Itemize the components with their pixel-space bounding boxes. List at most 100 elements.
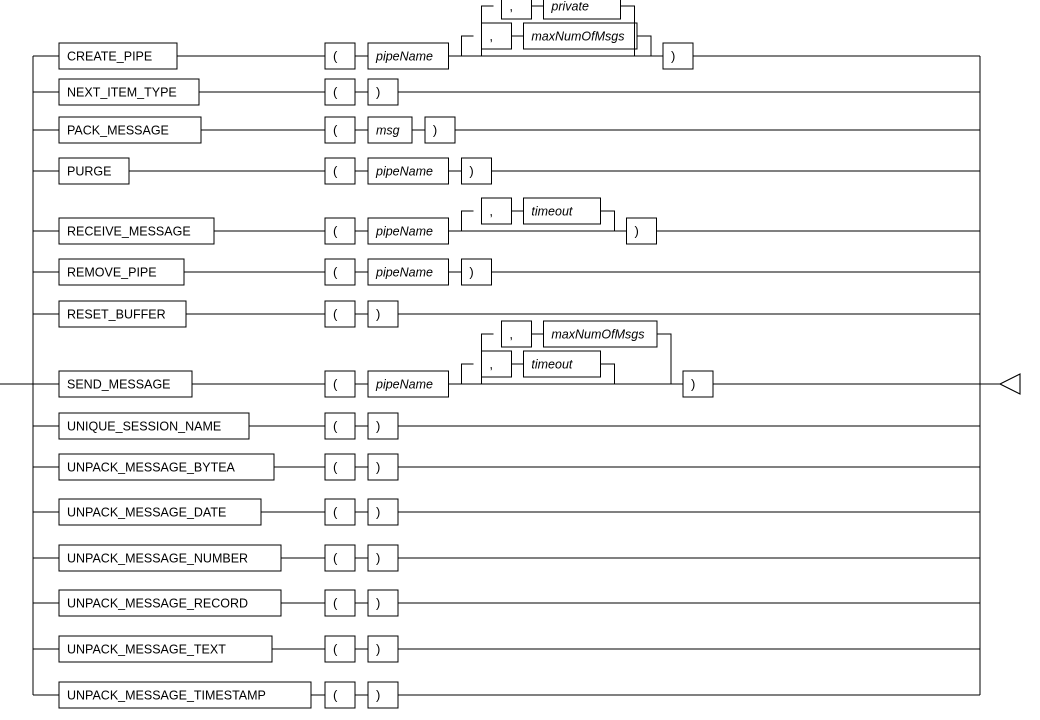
separator-create-pipe-0-box[interactable]	[480, 22, 512, 50]
open-paren-purge-label: (	[333, 163, 338, 178]
open-paren-remove-pipe-box[interactable]	[324, 258, 356, 286]
keyword-next-item-type-box[interactable]	[58, 78, 200, 106]
close-paren-next-item-type-box[interactable]	[367, 78, 399, 106]
keyword-unpack-message-record-label: UNPACK_MESSAGE_RECORD	[67, 596, 248, 610]
arg-msg-pack-message-box[interactable]	[367, 116, 413, 144]
keyword-unpack-message-timestamp-box[interactable]	[58, 681, 312, 709]
arg-pipeName-create-pipe-label: pipeName	[375, 49, 433, 63]
arg-maxNumOfMsgs-create-pipe-label: maxNumOfMsgs	[531, 29, 624, 43]
separator-create-pipe-1-label: ,	[509, 0, 513, 13]
branch-up-send-message-0	[460, 363, 474, 384]
close-paren-purge-label: )	[469, 163, 473, 178]
open-paren-receive-message-box[interactable]	[324, 217, 356, 245]
keyword-reset-buffer-label: RESET_BUFFER	[67, 307, 166, 321]
keyword-receive-message-box[interactable]	[58, 217, 215, 245]
close-paren-next-item-type-label: )	[376, 84, 380, 99]
close-paren-remove-pipe-box[interactable]	[460, 258, 492, 286]
separator-send-message-1-box[interactable]	[500, 320, 532, 348]
keyword-create-pipe-label: CREATE_PIPE	[67, 49, 152, 63]
branch-down-receive-message-0	[600, 210, 616, 231]
open-paren-unpack-message-number-box[interactable]	[324, 544, 356, 572]
open-paren-unpack-message-record-box[interactable]	[324, 589, 356, 617]
close-paren-remove-pipe-label: )	[469, 264, 473, 279]
close-paren-unpack-message-timestamp-box[interactable]	[367, 681, 399, 709]
open-paren-unpack-message-timestamp-box[interactable]	[324, 681, 356, 709]
close-paren-purge-box[interactable]	[460, 157, 492, 185]
close-paren-unpack-message-number-box[interactable]	[367, 544, 399, 572]
arg-pipeName-send-message-box[interactable]	[367, 370, 449, 398]
branch-up-create-pipe-0	[460, 35, 474, 56]
close-paren-unpack-message-bytea-box[interactable]	[367, 453, 399, 481]
open-paren-receive-message-label: (	[333, 223, 338, 238]
keyword-unpack-message-number-box[interactable]	[58, 544, 282, 572]
open-paren-unpack-message-timestamp-label: (	[333, 687, 338, 702]
separator-receive-message-0-label: ,	[489, 203, 493, 218]
separator-receive-message-0-box[interactable]	[480, 197, 512, 225]
close-paren-unpack-message-text-label: )	[376, 641, 380, 656]
arg-timeout-send-message-box[interactable]	[522, 350, 602, 378]
keyword-unpack-message-date-box[interactable]	[58, 498, 262, 526]
open-paren-unpack-message-date-box[interactable]	[324, 498, 356, 526]
branch-up-create-pipe-1	[480, 5, 494, 56]
arg-pipeName-send-message-label: pipeName	[375, 377, 433, 391]
keyword-send-message-box[interactable]	[58, 370, 193, 398]
separator-create-pipe-1-box[interactable]	[500, 0, 532, 20]
arg-maxNumOfMsgs-send-message-box[interactable]	[542, 320, 658, 348]
arg-timeout-receive-message-label: timeout	[531, 204, 573, 218]
close-paren-create-pipe-box[interactable]	[662, 42, 694, 70]
open-paren-send-message-box[interactable]	[324, 370, 356, 398]
keyword-send-message-label: SEND_MESSAGE	[67, 377, 171, 391]
keyword-reset-buffer-box[interactable]	[58, 300, 187, 328]
keyword-pack-message-label: PACK_MESSAGE	[67, 123, 169, 137]
branch-down-send-message-1	[657, 333, 672, 384]
open-paren-create-pipe-box[interactable]	[324, 42, 356, 70]
close-paren-unpack-message-timestamp-label: )	[376, 687, 380, 702]
arg-pipeName-purge-box[interactable]	[367, 157, 449, 185]
arg-private-create-pipe-label: private	[550, 0, 589, 13]
keyword-next-item-type-label: NEXT_ITEM_TYPE	[67, 85, 177, 99]
open-paren-pack-message-box[interactable]	[324, 116, 356, 144]
close-paren-unpack-message-date-box[interactable]	[367, 498, 399, 526]
close-paren-create-pipe-label: )	[671, 48, 675, 63]
open-paren-unpack-message-date-label: (	[333, 504, 338, 519]
open-paren-next-item-type-label: (	[333, 84, 338, 99]
close-paren-receive-message-box[interactable]	[625, 217, 658, 245]
keyword-pack-message-box[interactable]	[58, 116, 202, 144]
keyword-unpack-message-date-label: UNPACK_MESSAGE_DATE	[67, 505, 226, 519]
arg-timeout-send-message-label: timeout	[531, 357, 573, 371]
keyword-unpack-message-text-box[interactable]	[58, 635, 273, 663]
close-paren-reset-buffer-box[interactable]	[367, 300, 399, 328]
separator-create-pipe-0-label: ,	[489, 28, 493, 43]
open-paren-unpack-message-bytea-box[interactable]	[324, 453, 356, 481]
open-paren-send-message-label: (	[333, 376, 338, 391]
close-paren-unpack-message-bytea-label: )	[376, 459, 380, 474]
close-paren-unpack-message-text-box[interactable]	[367, 635, 399, 663]
close-paren-unpack-message-record-box[interactable]	[367, 589, 399, 617]
exit-arrow-icon	[998, 373, 1021, 395]
separator-send-message-0-box[interactable]	[480, 350, 512, 378]
open-paren-next-item-type-box[interactable]	[324, 78, 356, 106]
arg-timeout-receive-message-box[interactable]	[522, 197, 602, 225]
keyword-unique-session-name-box[interactable]	[58, 412, 250, 440]
arg-pipeName-create-pipe-box[interactable]	[367, 42, 449, 70]
close-paren-send-message-box[interactable]	[682, 370, 714, 398]
close-paren-pack-message-box[interactable]	[424, 116, 456, 144]
open-paren-purge-box[interactable]	[324, 157, 356, 185]
keyword-unpack-message-record-box[interactable]	[58, 589, 282, 617]
open-paren-unpack-message-text-label: (	[333, 641, 338, 656]
open-paren-unique-session-name-box[interactable]	[324, 412, 356, 440]
arg-pipeName-receive-message-box[interactable]	[367, 217, 449, 245]
arg-msg-pack-message-label: msg	[376, 123, 400, 137]
separator-send-message-0-label: ,	[489, 356, 493, 371]
keyword-create-pipe-box[interactable]	[58, 42, 178, 70]
keyword-unpack-message-text-label: UNPACK_MESSAGE_TEXT	[67, 642, 226, 656]
close-paren-pack-message-label: )	[433, 122, 437, 137]
keyword-unpack-message-timestamp-label: UNPACK_MESSAGE_TIMESTAMP	[67, 688, 266, 702]
open-paren-reset-buffer-box[interactable]	[324, 300, 356, 328]
close-paren-unique-session-name-box[interactable]	[367, 412, 399, 440]
close-paren-unpack-message-number-label: )	[376, 550, 380, 565]
keyword-purge-box[interactable]	[58, 157, 130, 185]
keyword-receive-message-label: RECEIVE_MESSAGE	[67, 224, 191, 238]
open-paren-unpack-message-text-box[interactable]	[324, 635, 356, 663]
